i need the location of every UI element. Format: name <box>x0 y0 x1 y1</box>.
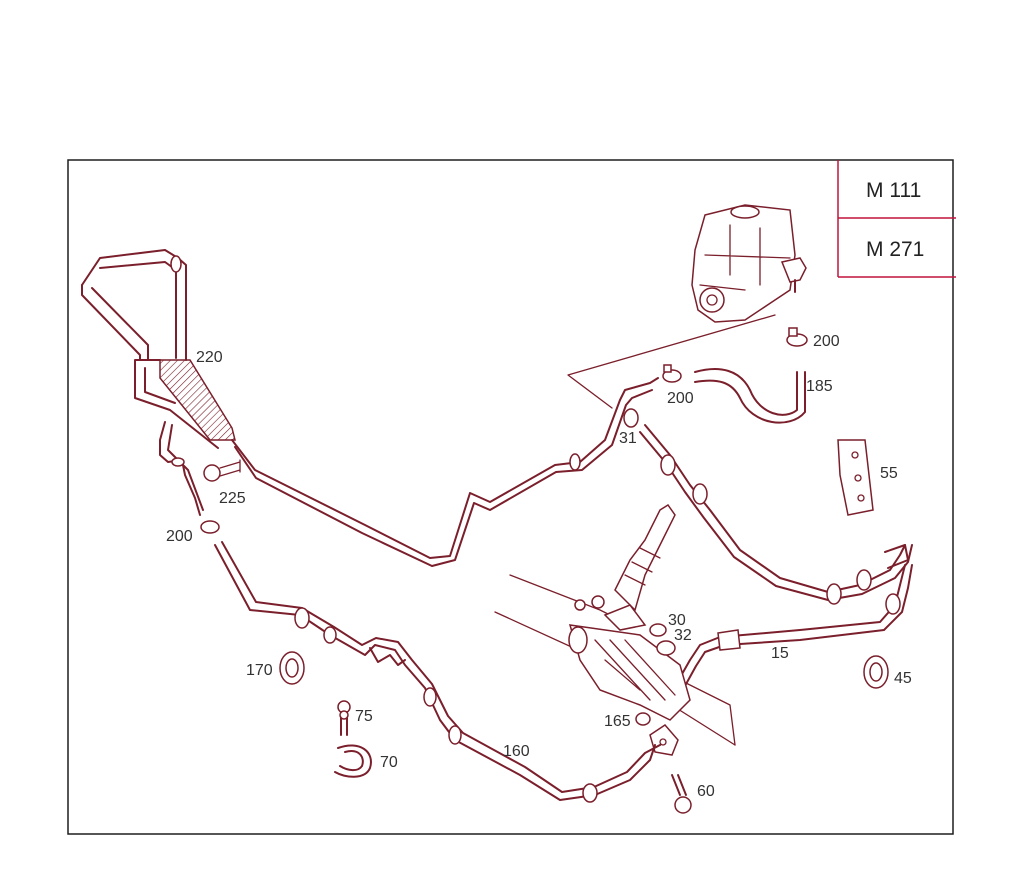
diagram-frame <box>67 159 954 835</box>
ring-165 <box>635 712 651 726</box>
label-15: 15 <box>771 645 789 662</box>
grommet-45 <box>863 655 889 689</box>
ring-30 <box>649 623 667 637</box>
model-m271: M 271 <box>866 238 924 261</box>
oil-cooler-220 <box>81 249 236 449</box>
bracket-55 <box>837 439 874 516</box>
steering-pump <box>691 204 807 323</box>
line-160 <box>214 544 656 801</box>
clamp-200-mid <box>662 364 682 383</box>
label-75: 75 <box>355 708 373 725</box>
label-170: 170 <box>246 662 273 679</box>
line-15 <box>672 564 906 691</box>
label-225: 225 <box>219 490 246 507</box>
label-70: 70 <box>380 754 398 771</box>
bolt-60 <box>671 774 692 814</box>
hose-185 <box>694 368 798 416</box>
label-30: 30 <box>668 612 686 629</box>
clamp-200-left <box>200 520 220 534</box>
clamp-200-top <box>786 327 808 347</box>
label-55: 55 <box>880 465 898 482</box>
label-185: 185 <box>806 378 833 395</box>
label-200-top: 200 <box>813 333 840 350</box>
model-m111: M 111 <box>866 179 921 202</box>
return-line <box>231 377 659 559</box>
label-220: 220 <box>196 349 223 366</box>
pump-pointer <box>567 314 776 409</box>
label-165: 165 <box>604 713 631 730</box>
label-60: 60 <box>697 783 715 800</box>
label-200-left: 200 <box>166 528 193 545</box>
ring-31 <box>623 408 639 428</box>
ring-32 <box>656 640 676 656</box>
label-31: 31 <box>619 430 637 447</box>
label-45: 45 <box>894 670 912 687</box>
steering-rack <box>494 503 736 746</box>
clip-70 <box>334 744 372 778</box>
bolt-75 <box>337 700 351 736</box>
grommet-170 <box>279 651 305 685</box>
bolt-225 <box>203 459 241 482</box>
label-32: 32 <box>674 627 692 644</box>
label-200-mid: 200 <box>667 390 694 407</box>
label-160: 160 <box>503 743 530 760</box>
model-legend: M 111 M 271 <box>837 160 956 278</box>
